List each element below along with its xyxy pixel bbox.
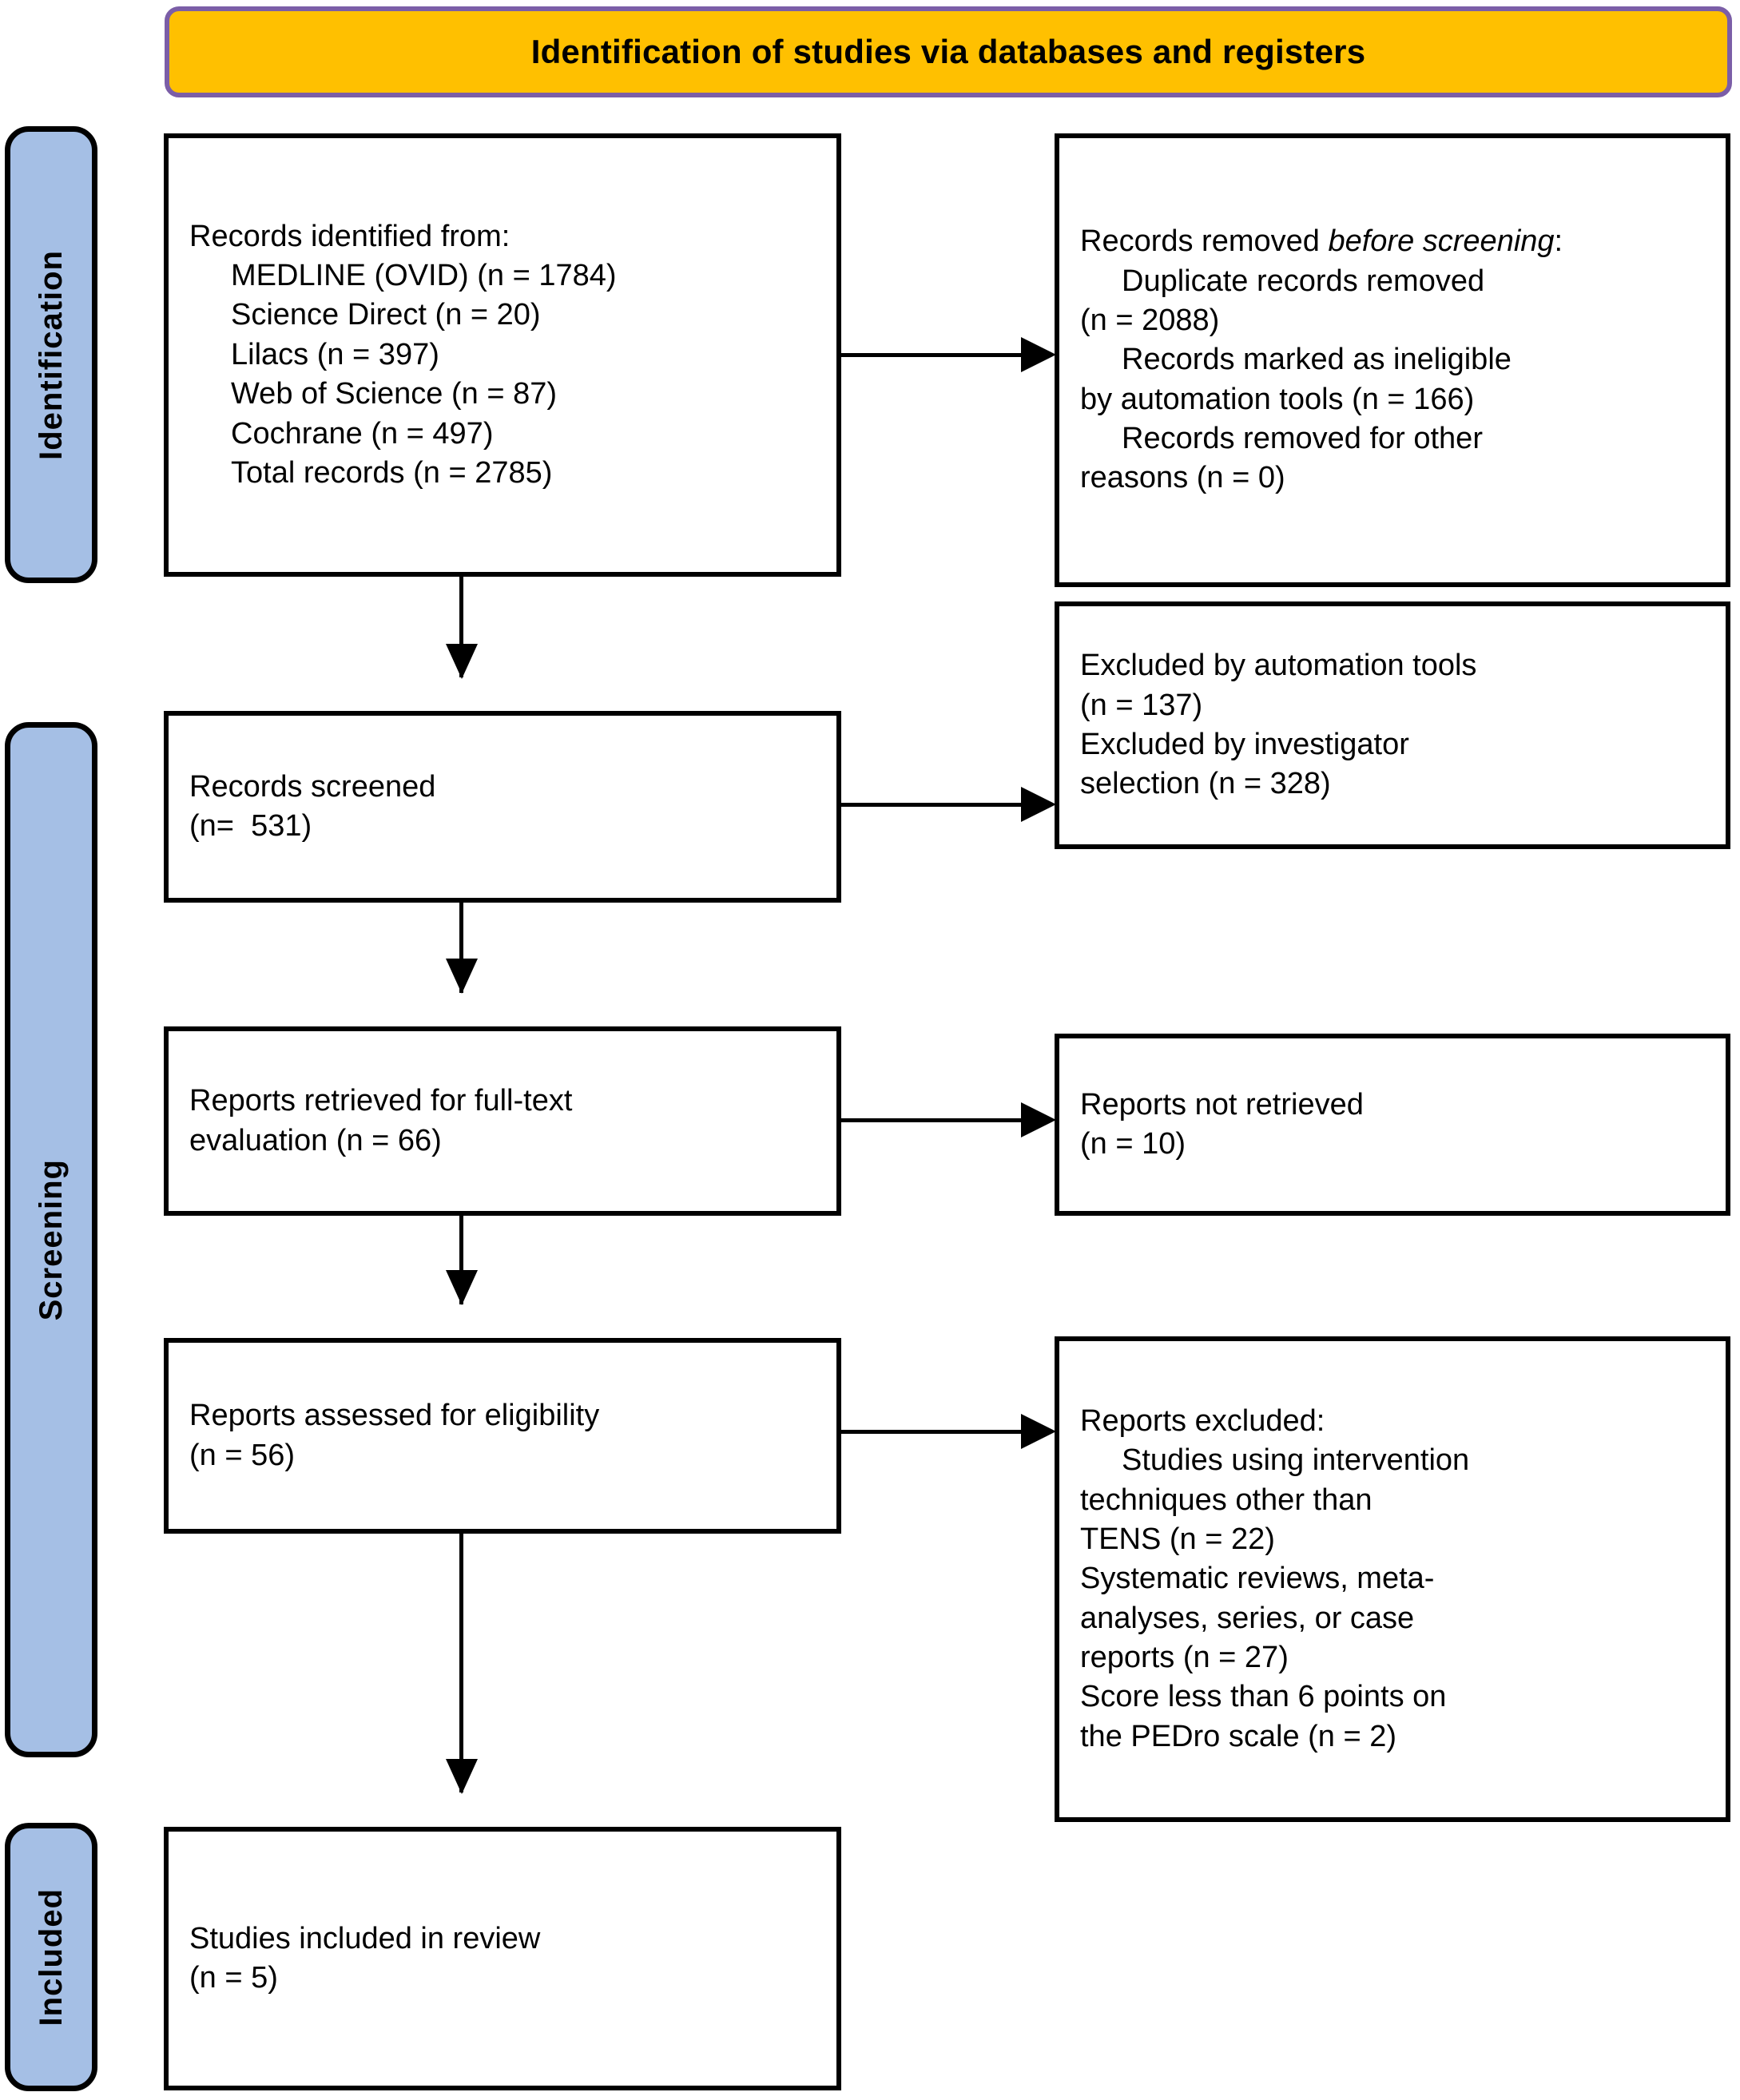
reports-excluded-heading: Reports excluded:	[1080, 1403, 1325, 1438]
reports-excluded-reason-0b: techniques other than	[1080, 1483, 1373, 1517]
box-reports-retrieved-text: Reports retrieved for full-text evaluati…	[169, 1082, 836, 1161]
records-removed-heading: Records removed before screening:	[1080, 222, 1705, 261]
box-records-removed-before-screening: Records removed before screening: Duplic…	[1055, 133, 1730, 587]
stage-label-identification-text: Identification	[33, 249, 69, 460]
stage-label-included-text: Included	[33, 1888, 69, 2027]
records-identified-source-1: Science Direct (n = 20)	[231, 298, 541, 332]
arrow-down-icon-screened-to-retrieved	[446, 959, 478, 994]
excluded-investigator-label: Excluded by investigator	[1080, 728, 1409, 761]
reports-excluded-reason-1a: Systematic reviews, meta-	[1080, 1562, 1435, 1596]
box-records-identified: Records identified from: MEDLINE (OVID) …	[164, 133, 841, 577]
records-identified-total: Total records (n = 2785)	[231, 455, 553, 490]
studies-included-label: Studies included in review	[189, 1921, 541, 1955]
reports-excluded-reason-0a: Studies using intervention	[1122, 1443, 1470, 1478]
records-identified-source-3: Web of Science (n = 87)	[231, 377, 558, 411]
records-identified-source-2: Lilacs (n = 397)	[231, 337, 439, 371]
connector-retrieved-to-notretrieved	[841, 1118, 1027, 1122]
box-records-excluded-screening-text: Excluded by automation tools (n = 137) E…	[1059, 646, 1726, 804]
arrow-right-icon-screened-to-excluded	[1021, 787, 1056, 822]
box-reports-retrieved: Reports retrieved for full-text evaluati…	[164, 1026, 841, 1216]
studies-included-count: (n = 5)	[189, 1961, 278, 1995]
records-removed-reason-0b: (n = 2088)	[1080, 303, 1220, 337]
records-identified-source-0: MEDLINE (OVID) (n = 1784)	[231, 259, 617, 293]
connector-assessed-to-included	[459, 1534, 463, 1792]
box-records-screened: Records screened (n= 531)	[164, 711, 841, 903]
stage-label-screening-text: Screening	[33, 1158, 69, 1321]
arrow-down-icon-assessed-to-included	[446, 1759, 478, 1794]
reports-excluded-reason-0c: TENS (n = 22)	[1080, 1522, 1275, 1556]
records-removed-heading-pre: Records removed	[1080, 224, 1329, 259]
records-removed-heading-italic: before screening	[1328, 224, 1555, 259]
records-removed-heading-post: :	[1554, 224, 1563, 259]
arrow-right-icon-identified-to-removed	[1021, 337, 1056, 372]
box-records-excluded-screening: Excluded by automation tools (n = 137) E…	[1055, 601, 1730, 849]
box-records-removed-text: Records removed before screening: Duplic…	[1059, 222, 1726, 498]
reports-excluded-reason-1b: analyses, series, or case	[1080, 1601, 1415, 1635]
reports-retrieved-label: Reports retrieved for full-text	[189, 1084, 573, 1118]
records-screened-label: Records screened	[189, 769, 436, 804]
stage-label-identification: Identification	[5, 126, 97, 583]
stage-label-screening: Screening	[5, 722, 97, 1757]
connector-identified-to-removed	[841, 353, 1027, 357]
box-reports-assessed: Reports assessed for eligibility (n = 56…	[164, 1338, 841, 1534]
box-records-screened-text: Records screened (n= 531)	[169, 768, 836, 847]
diagram-header-banner: Identification of studies via databases …	[165, 6, 1732, 97]
records-identified-heading: Records identified from:	[189, 219, 510, 253]
reports-assessed-count: (n = 56)	[189, 1438, 296, 1472]
box-reports-not-retrieved: Reports not retrieved (n = 10)	[1055, 1034, 1730, 1216]
box-reports-assessed-text: Reports assessed for eligibility (n = 56…	[169, 1396, 836, 1475]
reports-excluded-reason-2b: the PEDro scale (n = 2)	[1080, 1719, 1397, 1753]
reports-excluded-reason-2a: Score less than 6 points on	[1080, 1680, 1447, 1714]
connector-identified-to-screened	[459, 577, 463, 677]
reports-assessed-label: Reports assessed for eligibility	[189, 1399, 600, 1433]
records-removed-reason-2b: reasons (n = 0)	[1080, 461, 1285, 495]
box-reports-not-retrieved-text: Reports not retrieved (n = 10)	[1059, 1086, 1726, 1165]
box-records-identified-text: Records identified from: MEDLINE (OVID) …	[169, 217, 836, 494]
connector-screened-to-excluded	[841, 803, 1027, 807]
reports-not-retrieved-label: Reports not retrieved	[1080, 1087, 1364, 1121]
arrow-right-icon-assessed-to-excluded	[1021, 1414, 1056, 1449]
arrow-right-icon-retrieved-to-notretrieved	[1021, 1102, 1056, 1137]
excluded-investigator-count: selection (n = 328)	[1080, 767, 1331, 801]
connector-retrieved-to-assessed	[459, 1216, 463, 1304]
records-removed-reason-2: Records removed for other	[1122, 422, 1483, 456]
records-removed-reason-0: Duplicate records removed	[1122, 264, 1485, 298]
records-removed-reason-1: Records marked as ineligible	[1122, 343, 1512, 377]
box-reports-excluded-text: Reports excluded: Studies using interven…	[1059, 1402, 1726, 1757]
records-removed-reason-1b: by automation tools (n = 166)	[1080, 382, 1475, 416]
excluded-automation-count: (n = 137)	[1080, 688, 1203, 722]
box-reports-excluded: Reports excluded: Studies using interven…	[1055, 1336, 1730, 1822]
connector-screened-to-retrieved	[459, 903, 463, 993]
connector-assessed-to-excluded	[841, 1430, 1027, 1434]
box-studies-included: Studies included in review (n = 5)	[164, 1827, 841, 2090]
page-title: Identification of studies via databases …	[530, 33, 1366, 70]
records-screened-count: (n= 531)	[189, 809, 312, 843]
arrow-down-icon-identified-to-screened	[446, 644, 478, 679]
excluded-automation-label: Excluded by automation tools	[1080, 649, 1477, 683]
reports-retrieved-count: evaluation (n = 66)	[189, 1123, 442, 1157]
reports-not-retrieved-count: (n = 10)	[1080, 1127, 1186, 1161]
box-studies-included-text: Studies included in review (n = 5)	[169, 1919, 836, 1999]
records-identified-source-4: Cochrane (n = 497)	[231, 416, 494, 451]
reports-excluded-reason-1c: reports (n = 27)	[1080, 1641, 1289, 1675]
stage-label-included: Included	[5, 1823, 97, 2091]
arrow-down-icon-retrieved-to-assessed	[446, 1270, 478, 1305]
